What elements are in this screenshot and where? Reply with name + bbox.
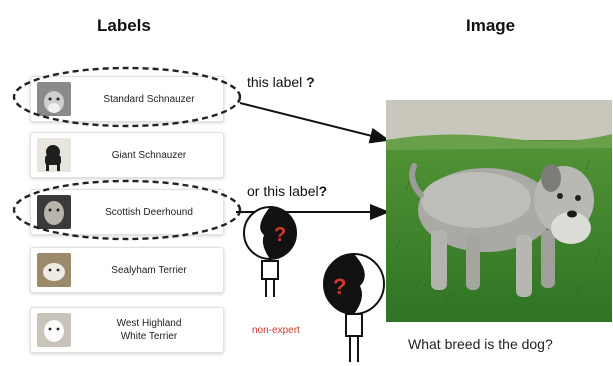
annotator-small-figure: ? (240, 205, 300, 300)
label-card-scottish-deerhound[interactable]: Scottish Deerhound (30, 189, 224, 235)
non-expert-label: non-expert (252, 325, 300, 336)
labels-header: Labels (97, 16, 151, 36)
dog-photo (386, 100, 612, 322)
label-card-west-highland-white-terrier[interactable]: West Highland White Terrier (30, 307, 224, 353)
annotator-question-mark: ? (274, 224, 286, 246)
annotator-large-figure: ? (320, 252, 390, 364)
question-first-label: this label ? (247, 74, 315, 90)
arrow-first-label (240, 103, 388, 140)
label-text: Sealyham Terrier (79, 248, 219, 292)
deerhound-thumbnail-icon (37, 195, 71, 229)
schnauzer-thumbnail-icon (37, 82, 71, 116)
label-card-giant-schnauzer[interactable]: Giant Schnauzer (30, 132, 224, 178)
giant-schnauzer-thumbnail-icon (37, 138, 71, 172)
label-text: Standard Schnauzer (79, 77, 219, 121)
westie-thumbnail-icon (37, 313, 71, 347)
label-text: Giant Schnauzer (79, 133, 219, 177)
label-card-sealyham-terrier[interactable]: Sealyham Terrier (30, 247, 224, 293)
label-card-standard-schnauzer[interactable]: Standard Schnauzer (30, 76, 224, 122)
sealyham-thumbnail-icon (37, 253, 71, 287)
image-header: Image (466, 16, 515, 36)
label-text: West Highland White Terrier (79, 308, 219, 352)
question-second-label: or this label? (247, 183, 327, 199)
label-text: Scottish Deerhound (79, 190, 219, 234)
image-caption: What breed is the dog? (408, 336, 553, 352)
annotator-question-mark: ? (333, 274, 346, 299)
